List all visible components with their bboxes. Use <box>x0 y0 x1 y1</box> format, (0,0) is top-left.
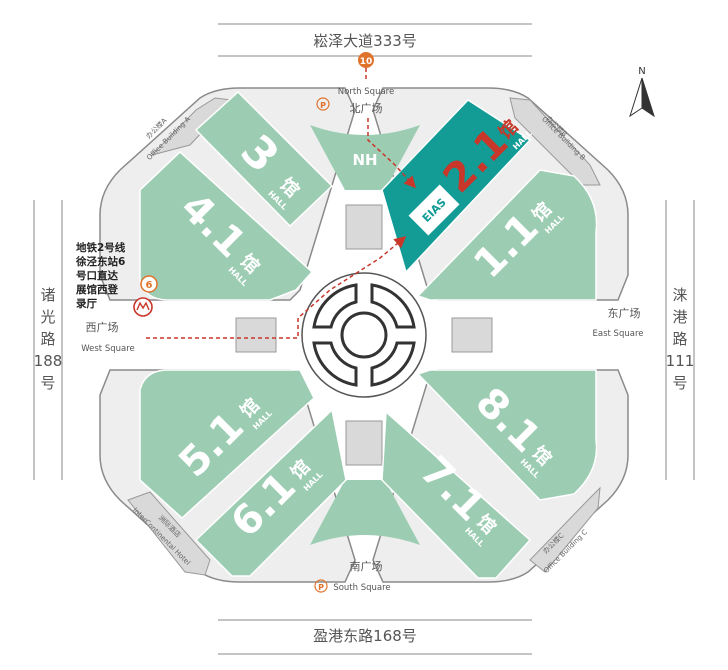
gate-6-label: 6 <box>146 280 153 291</box>
east-square-en: East Square <box>593 329 644 339</box>
north-road-label: 崧泽大道333号 <box>313 32 417 50</box>
office-building-c-shape <box>529 486 601 573</box>
gate-10-marker: 10 <box>358 52 374 68</box>
east-road-number: 111 <box>666 352 695 370</box>
hall-5-1: 5.1 馆 HALL <box>139 369 315 520</box>
metro-note-line-3: 号口直达 <box>76 269 118 282</box>
metro-icon <box>133 297 153 317</box>
parking-icon-south <box>314 579 328 593</box>
west-road-char-5: 号 <box>40 374 55 392</box>
north-plaza-building <box>310 125 420 190</box>
parking-label-north: P <box>320 101 326 110</box>
parking-label-south: P <box>318 583 324 592</box>
south-square-cn: 南广场 <box>350 559 383 573</box>
metro-note: 地铁2号线 徐泾东站6 号口直达 展馆西登 录厅 <box>75 241 126 310</box>
north-square-cn: 北广场 <box>350 101 383 115</box>
south-square-en: South Square <box>333 583 390 593</box>
hotel-shape <box>127 491 211 576</box>
west-road-char-3: 路 <box>40 330 55 348</box>
north-connector <box>345 204 383 250</box>
route-from-west-metro <box>146 236 407 339</box>
central-rotunda <box>301 272 427 398</box>
east-connector <box>451 317 493 353</box>
metro-note-line-4: 展馆西登 <box>76 283 118 296</box>
south-plaza-building <box>310 480 420 545</box>
east-road-char-5: 号 <box>672 374 687 392</box>
east-road-char-2: 港 <box>672 308 687 326</box>
metro-note-line-5: 录厅 <box>76 298 97 310</box>
west-road-label: 诸 光 路 188 号 <box>34 286 63 392</box>
north-square-en: North Square <box>338 87 394 97</box>
west-road-char-2: 光 <box>40 308 55 326</box>
hall-8-1: 8.1 馆 HALL <box>416 369 598 501</box>
metro-note-line-1: 地铁2号线 <box>76 241 126 254</box>
gate-6-marker: 6 <box>140 275 158 293</box>
east-square-cn: 东广场 <box>608 306 641 320</box>
parking-icon-north <box>316 97 330 111</box>
eias-logo-bg <box>408 184 460 236</box>
hall-2-1: 2.1 馆 HALL EIAS <box>381 99 534 274</box>
west-road-number: 188 <box>34 352 63 370</box>
hall-7-1: 7.1 馆 HALL <box>381 410 532 579</box>
compass-icon: N <box>629 66 655 118</box>
south-road-label: 盈港东路168号 <box>313 627 417 645</box>
west-square-cn: 西广场 <box>86 320 119 334</box>
nh-logo: NH <box>352 151 377 169</box>
hall-3: 3 馆 HALL <box>194 90 334 228</box>
east-road-label: 涞 港 路 111 号 <box>666 286 695 392</box>
compass-label: N <box>638 66 645 77</box>
east-road-char-3: 路 <box>672 330 687 348</box>
office-building-b-shape <box>509 97 601 186</box>
west-connector <box>235 317 277 353</box>
metro-note-line-2: 徐泾东站6 <box>75 255 125 268</box>
gate-10-label: 10 <box>360 57 373 67</box>
west-road-char-1: 诸 <box>40 286 55 304</box>
east-road-char-1: 涞 <box>672 286 687 304</box>
south-connector <box>345 420 383 466</box>
west-square-en: West Square <box>81 344 135 354</box>
office-building-a-shape <box>150 97 234 156</box>
route-from-north-gate <box>365 68 417 189</box>
